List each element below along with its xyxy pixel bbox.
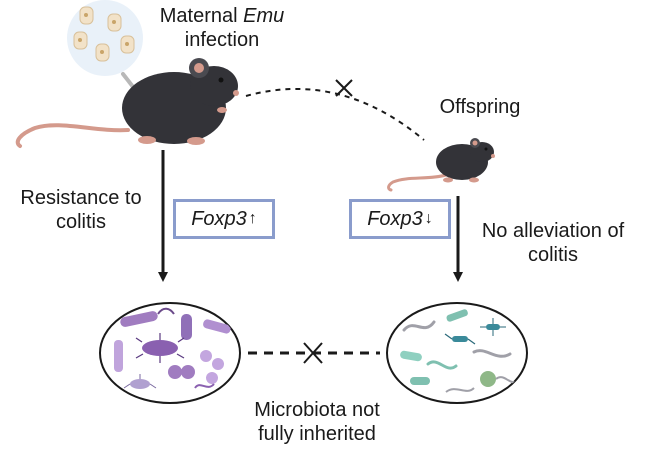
foxp3-up-box: Foxp3↑ [173, 199, 275, 239]
no-alleviation-line1: No alleviation of [481, 220, 625, 242]
emu-protoscolex [95, 43, 110, 62]
offspring-mouse-icon [387, 138, 495, 192]
no-alleviation-line2: colitis [527, 244, 578, 266]
no-alleviation-of-colitis-label: No alleviation of colitis [463, 219, 643, 267]
parasite-bubble [67, 0, 143, 76]
offspring-label: Offspring [439, 96, 521, 118]
offspring-microbiota-ellipse [386, 302, 528, 404]
microbiota-not-fully-inherited-label: Microbiota not fully inherited [232, 398, 402, 446]
inheritance-dashed-arc [245, 87, 425, 141]
maternal-word: Maternal [159, 5, 244, 27]
infection-word: infection [184, 29, 260, 51]
emu-protoscolex [79, 6, 94, 25]
blocked-cross-icon [303, 342, 323, 364]
foxp3-gene-label: Foxp3 [367, 207, 423, 230]
down-arrow-icon: ↓ [424, 210, 433, 227]
up-arrow-icon: ↑ [248, 210, 257, 227]
microbiota-line1: Microbiota not [254, 399, 380, 421]
maternal-microbiota-ellipse [99, 302, 241, 404]
foxp3-gene-label: Foxp3 [191, 207, 247, 230]
emu-protoscolex [107, 13, 122, 32]
resistance-line2: colitis [55, 211, 106, 233]
emu-word: Emu [243, 5, 285, 27]
microbiota-line2: fully inherited [258, 423, 376, 445]
foxp3-down-box: Foxp3↓ [349, 199, 451, 239]
blocked-cross-icon [335, 79, 353, 97]
maternal-emu-infection-label: Maternal Emu infection [147, 4, 297, 52]
emu-protoscolex [73, 31, 88, 50]
resistance-to-colitis-label: Resistance to colitis [6, 186, 156, 234]
maternal-mouse-icon [15, 58, 239, 148]
emu-protoscolex [120, 35, 135, 54]
resistance-line1: Resistance to [20, 187, 142, 209]
